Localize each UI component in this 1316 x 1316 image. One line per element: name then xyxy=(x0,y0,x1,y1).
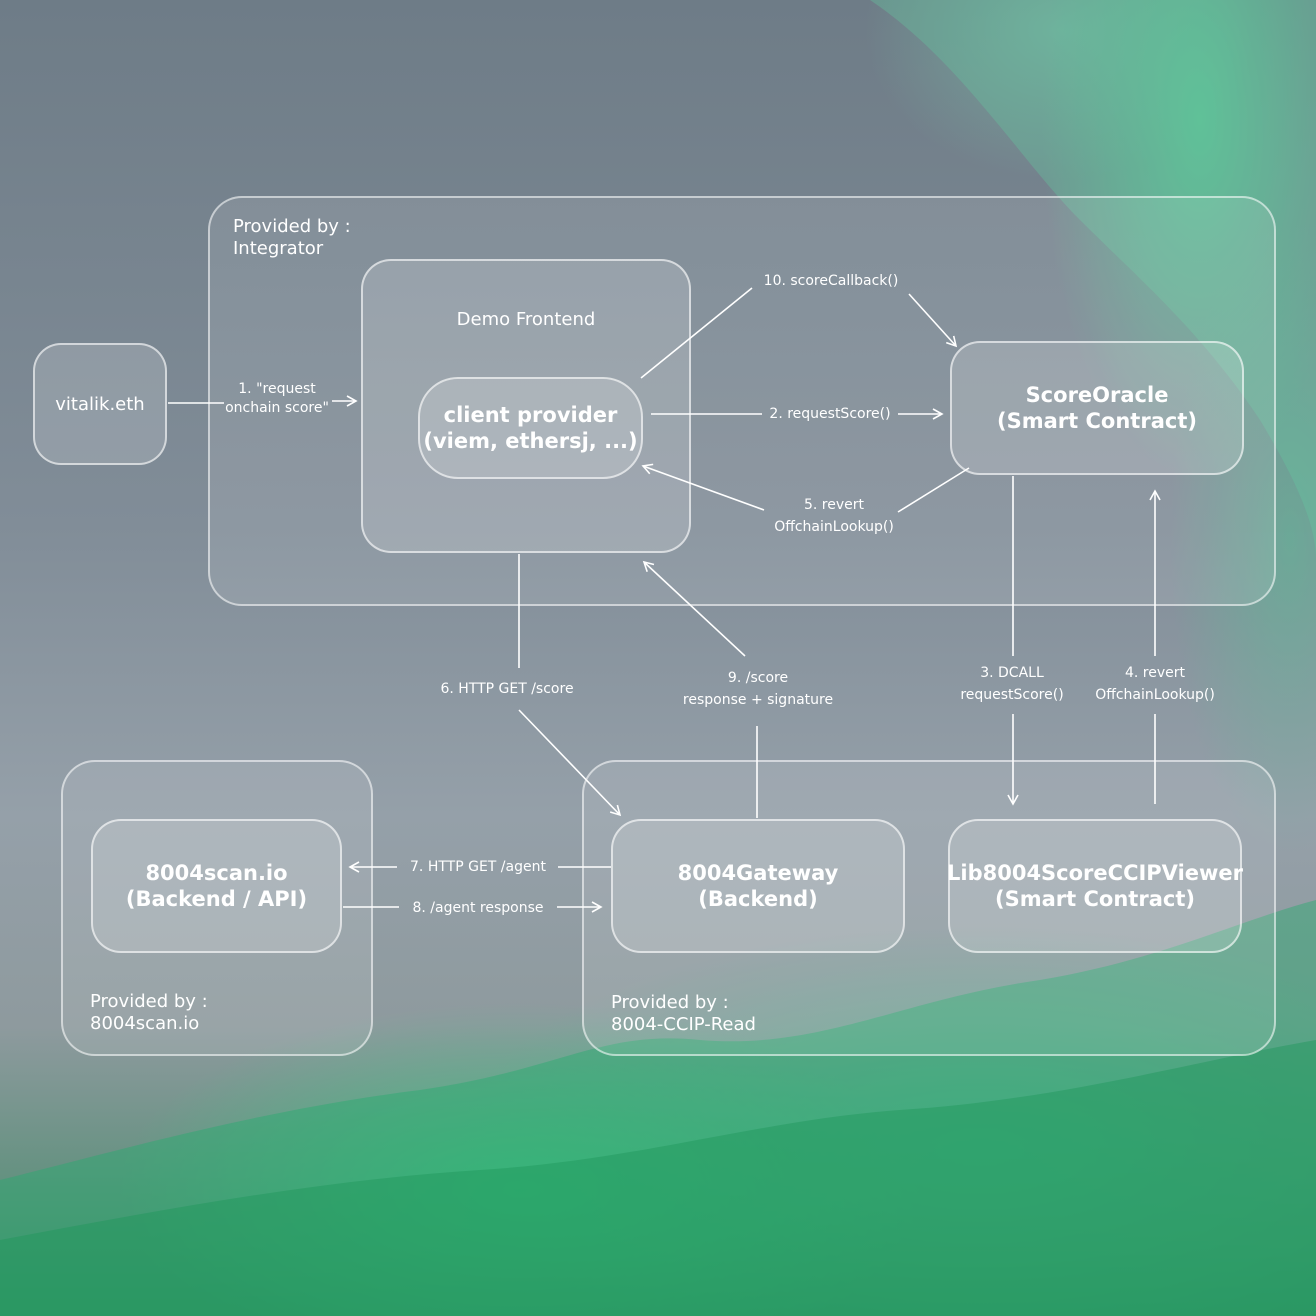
edge-9-label: 9. /score response + signature xyxy=(680,667,836,711)
edge-7-label: 7. HTTP GET /agent xyxy=(400,856,556,878)
edge-5-arrow xyxy=(643,466,764,510)
edge-6-label: 6. HTTP GET /score xyxy=(430,678,584,700)
edge-1-label: 1. "request onchain score" xyxy=(218,380,336,418)
edge-4-label: 4. revert OffchainLookup() xyxy=(1088,662,1222,706)
edge-9-arrow xyxy=(644,562,745,656)
edge-5-label: 5. revert OffchainLookup() xyxy=(764,494,904,538)
edge-5-line-a xyxy=(898,468,969,512)
edge-2-label: 2. requestScore() xyxy=(762,403,898,425)
edge-8-label: 8. /agent response xyxy=(402,897,554,919)
edge-6-arrow xyxy=(519,710,620,815)
edge-10-label: 10. scoreCallback() xyxy=(752,270,910,292)
edge-10-line-a xyxy=(641,288,752,378)
edge-10-arrow xyxy=(909,294,956,346)
edge-3-label: 3. DCALL requestScore() xyxy=(950,662,1074,706)
